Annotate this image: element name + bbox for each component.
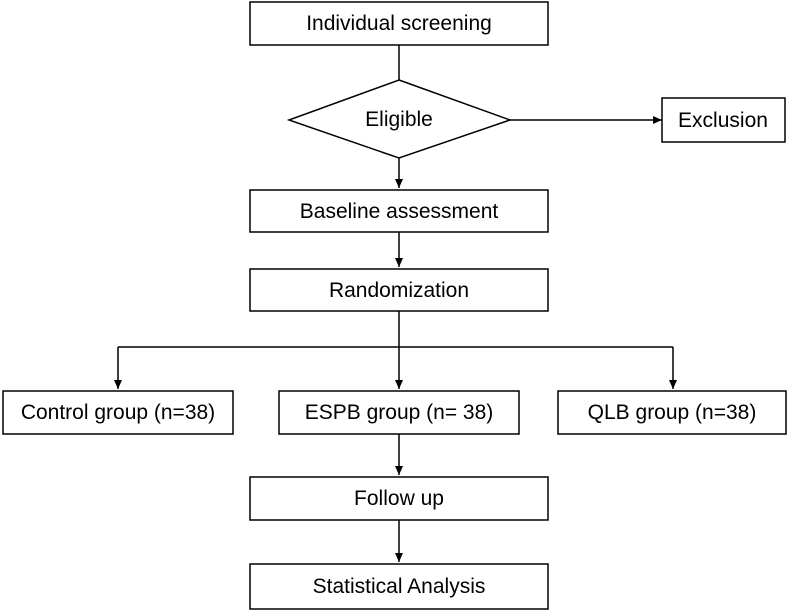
follow-up-label: Follow up [354,487,444,510]
exclusion-box [661,97,786,143]
control-group-node: Control group (n=38) [2,390,234,435]
control-group-label: Control group (n=38) [21,401,215,424]
espb-group-label: ESPB group (n= 38) [305,401,494,424]
analysis-label: Statistical Analysis [313,575,486,598]
randomization-label: Randomization [329,279,469,302]
follow-up-box [249,476,549,521]
eligible-node: Eligible [286,79,513,159]
eligible-diamond [286,79,513,159]
analysis-box [249,563,549,610]
baseline-node: Baseline assessment [249,189,549,233]
control-group-box [2,390,234,435]
exclusion-node: Exclusion [661,97,786,143]
screening-label: Individual screening [306,12,492,35]
exclusion-label: Exclusion [678,109,768,132]
espb-group-box [278,390,520,435]
qlb-group-label: QLB group (n=38) [588,401,757,424]
screening-node: Individual screening [249,1,549,46]
espb-group-node: ESPB group (n= 38) [278,390,520,435]
randomization-node: Randomization [249,268,549,312]
screening-box [249,1,549,46]
eligible-label: Eligible [365,108,433,131]
baseline-box [249,189,549,233]
follow-up-node: Follow up [249,476,549,521]
randomization-box [249,268,549,312]
analysis-node: Statistical Analysis [249,563,549,610]
baseline-label: Baseline assessment [300,200,499,223]
qlb-group-node: QLB group (n=38) [557,390,787,435]
qlb-group-box [557,390,787,435]
connectors [114,45,677,562]
